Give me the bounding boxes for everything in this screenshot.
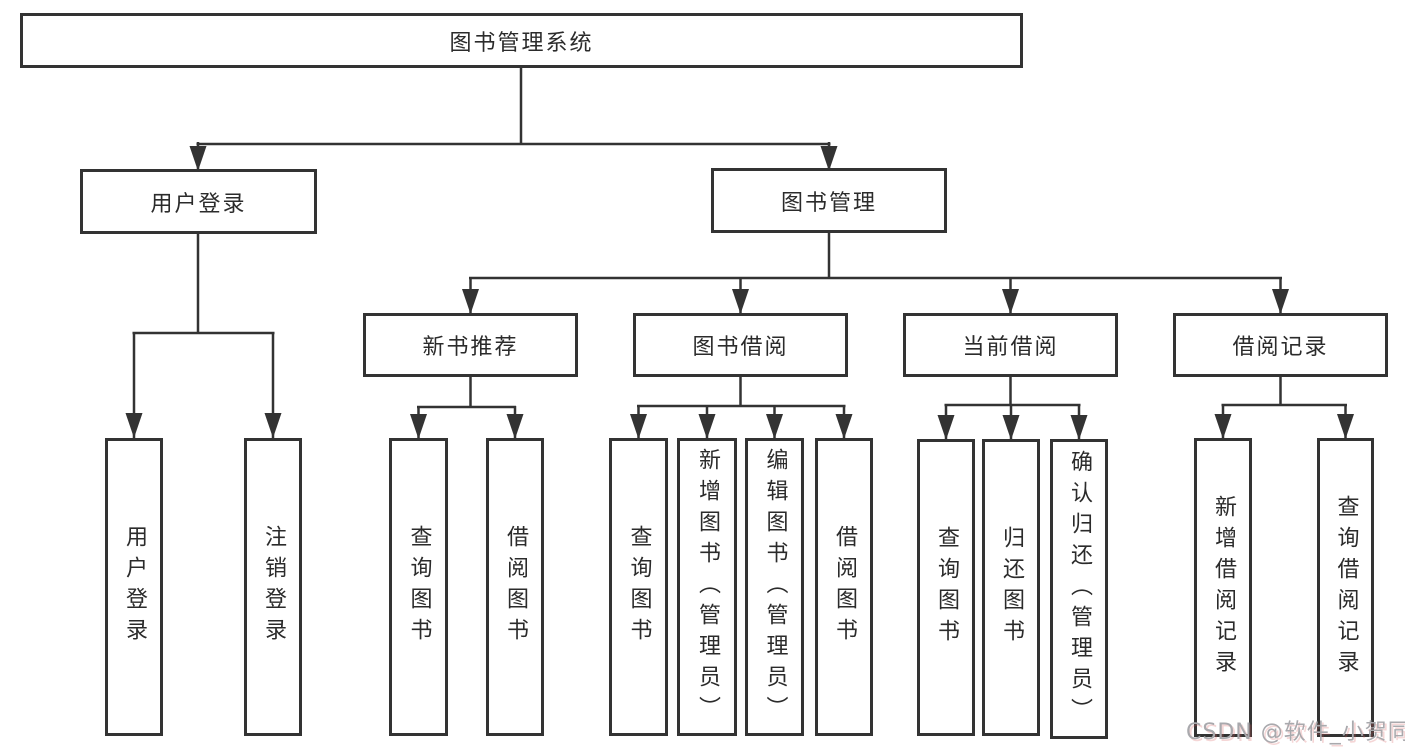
node-new-book-recommend: 新书推荐 [363,313,578,377]
node-user-login-label: 用户登录 [150,191,247,217]
node-leaf-recommend-query-book: 查询图书 [389,438,448,736]
node-leaf-borrowing-edit-book: 编辑图书（管理员） [745,438,804,736]
leaf-label: 查询图书 [934,525,959,650]
node-borrowing-records: 借阅记录 [1173,313,1388,377]
csdn-watermark: CSDN @软件_小贺同学 [1186,720,1405,745]
edge-current-borrowing-trunk [944,377,1081,407]
node-user-login: 用户登录 [80,169,317,234]
leaf-label: 归还图书 [999,525,1024,650]
node-book-borrowing-label: 图书借阅 [692,335,789,360]
node-book-management: 图书管理 [711,168,947,233]
node-leaf-current-confirm-return: 确认归还（管理员） [1050,439,1108,739]
leaf-label: 查询图书 [626,525,652,649]
leaf-label: 借阅图书 [832,525,857,649]
node-new-book-recommend-label: 新书推荐 [422,335,519,360]
leaf-label: 新增图书（管理员） [695,447,720,727]
node-book-management-label: 图书管理 [780,190,877,216]
leaf-label: 查询图书 [406,525,432,649]
node-leaf-borrowing-add-book: 新增图书（管理员） [677,438,737,736]
edge-user-login-trunk [132,233,275,335]
node-leaf-user-login: 用户登录 [105,438,163,736]
edge-root-trunk [196,65,831,146]
node-leaf-logout: 注销登录 [244,438,302,736]
leaf-label: 新增借阅记录 [1211,494,1236,681]
node-root-label: 图书管理系统 [449,30,594,56]
leaf-label: 查询借阅记录 [1333,494,1359,681]
node-leaf-current-return-book: 归还图书 [982,439,1040,736]
edge-new-book-recommend-trunk [417,377,516,409]
node-book-borrowing: 图书借阅 [633,313,848,377]
node-leaf-borrowing-borrow-book: 借阅图书 [815,438,873,736]
node-leaf-records-query-record: 查询借阅记录 [1317,438,1374,737]
node-current-borrowing: 当前借阅 [903,313,1118,377]
leaf-label: 借阅图书 [503,525,528,649]
leaf-label: 注销登录 [261,525,286,649]
leaf-label: 编辑图书（管理员） [762,447,788,727]
leaf-label: 用户登录 [122,525,147,649]
edge-book-management-trunk [469,233,1282,280]
leaf-label: 确认归还（管理员） [1067,449,1092,729]
node-borrowing-records-label: 借阅记录 [1232,335,1329,360]
node-leaf-current-query-book: 查询图书 [917,439,975,736]
node-leaf-records-add-record: 新增借阅记录 [1194,438,1252,737]
edge-book-borrowing-trunk [637,377,846,408]
node-leaf-borrowing-query-book: 查询图书 [609,438,668,736]
node-leaf-recommend-borrow-book: 借阅图书 [486,438,544,736]
edge-borrowing-records-trunk [1221,377,1347,407]
node-root: 图书管理系统 [20,13,1023,68]
node-current-borrowing-label: 当前借阅 [962,335,1059,360]
